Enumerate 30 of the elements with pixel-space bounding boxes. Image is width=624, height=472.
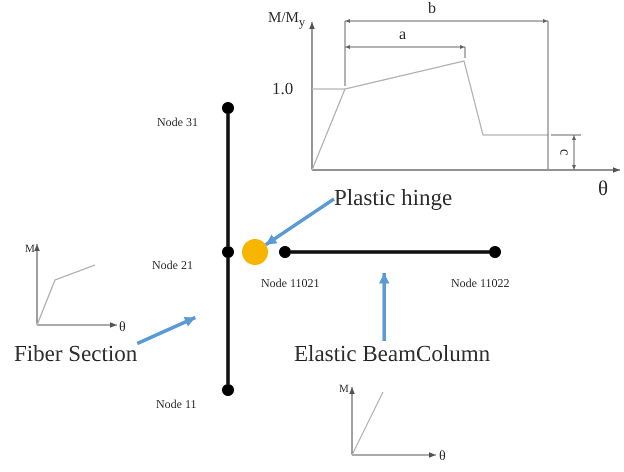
- arrow: [136, 316, 196, 346]
- element-line: [291, 250, 489, 254]
- axis-label: M/M$_{y}$: [268, 10, 306, 30]
- node-label: Node 11022: [451, 277, 510, 290]
- arrow: [264, 197, 335, 246]
- element-line: [226, 258, 230, 384]
- node-dot: [279, 246, 291, 258]
- axis-label: M: [339, 383, 349, 396]
- hinge-circle: [242, 239, 268, 265]
- axis-label: M: [25, 243, 35, 256]
- tick-label: 1.0: [272, 80, 294, 99]
- caption-text: Plastic hinge: [334, 185, 452, 210]
- arrow: [378, 273, 390, 341]
- dimension-label: b: [428, 0, 436, 18]
- node-dot: [222, 384, 234, 396]
- node-label: Node 11021: [261, 277, 320, 290]
- node-label: Node 31: [157, 116, 198, 130]
- dimension-label: a: [399, 26, 406, 44]
- axis-label: θ: [119, 320, 126, 336]
- element-label: Fiber Section: [14, 341, 138, 366]
- node-dot: [222, 102, 234, 114]
- element-label: Elastic BeamColumn: [294, 341, 490, 366]
- axis-label: θ: [598, 177, 608, 200]
- node-label: Node 11: [156, 398, 197, 412]
- dimension-label: c: [556, 148, 573, 156]
- node-dot: [222, 246, 234, 258]
- node-dot: [489, 246, 501, 258]
- axis-label: θ: [439, 449, 446, 464]
- element-line: [226, 114, 230, 246]
- node-label: Node 21: [152, 259, 193, 272]
